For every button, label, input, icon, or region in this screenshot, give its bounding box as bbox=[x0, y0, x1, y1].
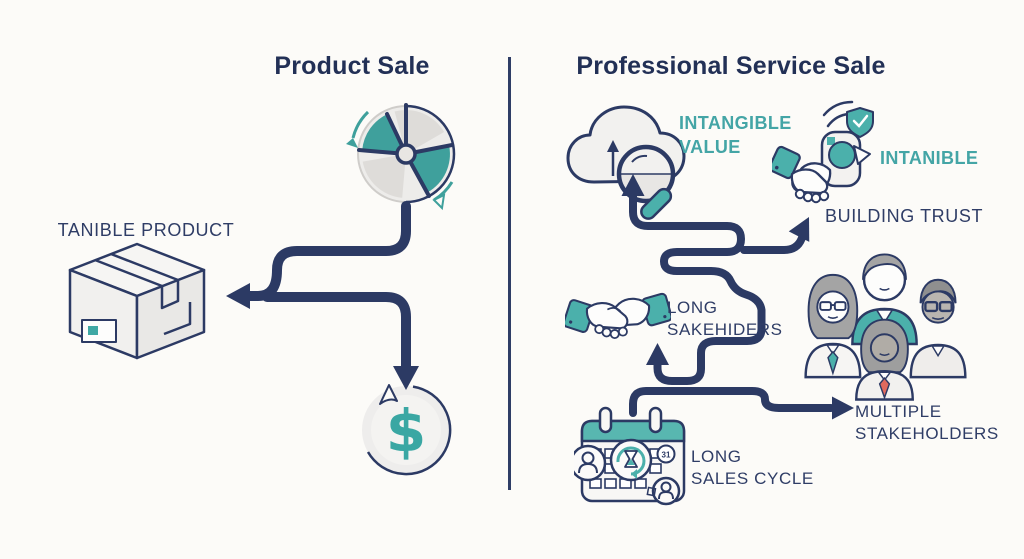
calendar-icon: 31 bbox=[574, 406, 686, 506]
label-intangible-value: INTANGIBLE VALUE bbox=[679, 113, 792, 157]
handshake-icon bbox=[565, 292, 671, 339]
left-panel-title: Product Sale bbox=[274, 52, 430, 80]
label-intanible: INTANIBLE bbox=[880, 148, 979, 168]
product-flow-arrows bbox=[239, 201, 411, 375]
label-long-sakehiders: LONG SAKEHIDERS bbox=[667, 298, 783, 340]
label-long-sales-cycle: LONG SALES CYCLE bbox=[691, 447, 814, 489]
people-group-icon bbox=[804, 253, 967, 401]
pie-wheel-icon bbox=[346, 103, 456, 211]
trust-badge-handshake-icon bbox=[772, 100, 874, 204]
svg-text:$: $ bbox=[386, 397, 426, 465]
label-tangible-product: TANIBLE PRODUCT bbox=[57, 220, 235, 240]
right-panel-title: Professional Service Sale bbox=[576, 52, 886, 80]
label-multiple-stakeholders: MULTIPLE STAKEHOLDERS bbox=[855, 402, 999, 444]
package-box-icon bbox=[68, 242, 206, 360]
calendar-day-badge: 31 bbox=[662, 451, 671, 460]
dollar-coin-icon: $ bbox=[362, 384, 452, 476]
label-building-trust: BUILDING TRUST bbox=[825, 206, 984, 226]
product-arrowheads bbox=[226, 283, 419, 390]
